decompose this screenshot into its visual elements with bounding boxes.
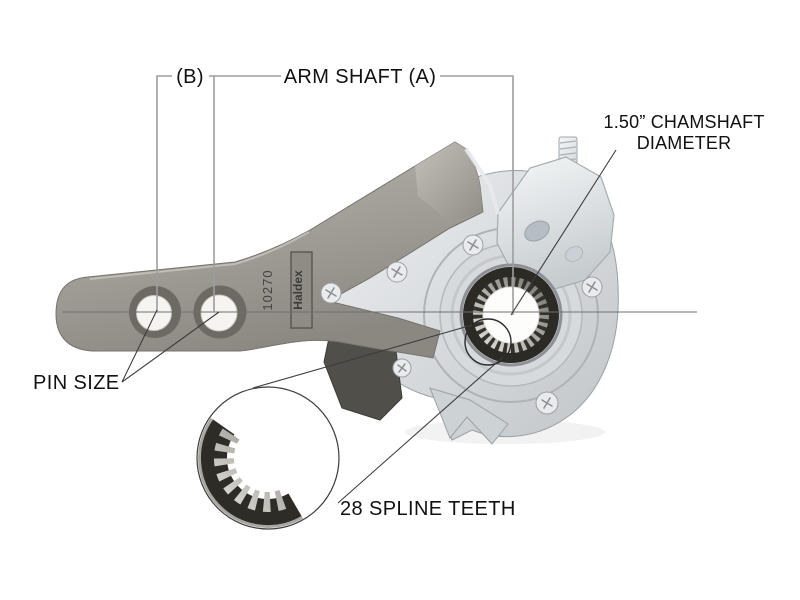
spline-rim [459,263,563,367]
plate-screw [320,282,342,304]
label-camshaft-diameter-line2: DIAMETER [637,133,732,153]
pin-hole-2-inner [200,294,238,332]
magnifier-tangent-line-upper [252,324,473,389]
magnifier-tangent-line-lower [337,356,504,504]
flange-screw [535,391,559,415]
arm-stampings: 10270 Haldex [260,251,313,329]
stamp-brand-box [290,251,313,329]
spline-teeth-ring [473,277,549,353]
annotation-labels: (B) ARM SHAFT (A) 1.50” CHAMSHAFT DIAMET… [33,66,764,520]
head-bright-edge [464,147,500,215]
clamp-hole-small [565,246,583,262]
label-b: (B) [176,66,204,88]
label-camshaft-diameter-line1: 1.50” CHAMSHAFT [603,112,764,132]
magnifier-source-circle [464,318,512,366]
arm-head-facet [415,142,483,222]
housing-screws [320,234,603,415]
magnifier-inset [196,318,512,530]
bottom-prong-tip [429,387,509,445]
leader-pin-size-2 [121,311,220,383]
stamp-number: 10270 [260,269,275,310]
label-pin-size: PIN SIZE [33,372,120,394]
leader-pin-size-1 [121,309,158,383]
arm-top-highlight [89,231,310,280]
label-arm-shaft: ARM SHAFT (A) [284,66,437,88]
label-spline-teeth: 28 SPLINE TEETH [340,498,516,520]
dimension-line-b [156,75,172,312]
dimension-line-arm-shaft [440,75,514,315]
arm-pin-holes [129,285,247,339]
inset-spline-teeth [198,416,304,528]
leader-camshaft-diameter [510,149,617,316]
clamp-bracket [496,136,615,292]
flange-screw [581,276,603,298]
inset-teeth-arc [214,428,294,513]
plate-screw [462,234,484,256]
clamp-band [496,156,615,292]
clamp-hole [524,220,550,242]
pin-hole-1-inner [136,295,172,331]
magnifier-inset-border [196,386,340,530]
annotation-lines [62,75,697,383]
plate-screw [392,358,412,378]
plate-screw [386,261,408,283]
stamp-brand: Haldex [291,270,305,310]
